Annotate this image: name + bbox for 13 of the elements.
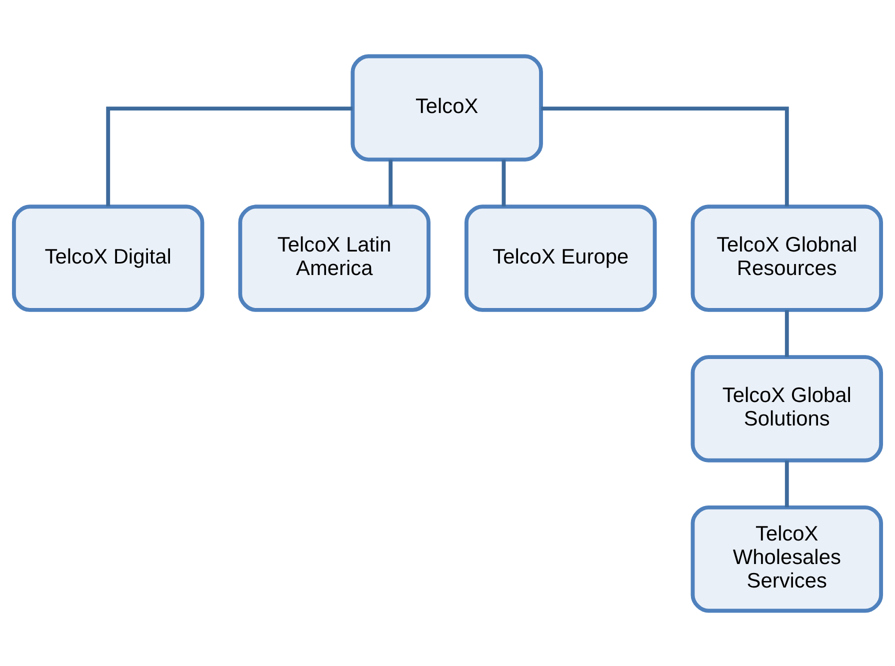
node-box: TelcoX Global Solutions: [690, 354, 884, 462]
connector: [106, 106, 352, 206]
node-box: TelcoX Latin America: [238, 204, 430, 312]
connector: [388, 159, 393, 206]
node-box: TelcoX Wholesales Services: [690, 504, 884, 612]
connector: [541, 106, 789, 206]
node-box: TelcoX Digital: [12, 204, 204, 312]
node-box: TelcoX: [350, 54, 543, 162]
connector: [784, 310, 789, 356]
node-box: TelcoX Globnal Resources: [690, 204, 884, 312]
connector: [502, 159, 506, 206]
node-box: TelcoX Europe: [464, 204, 657, 312]
connector: [784, 460, 789, 507]
